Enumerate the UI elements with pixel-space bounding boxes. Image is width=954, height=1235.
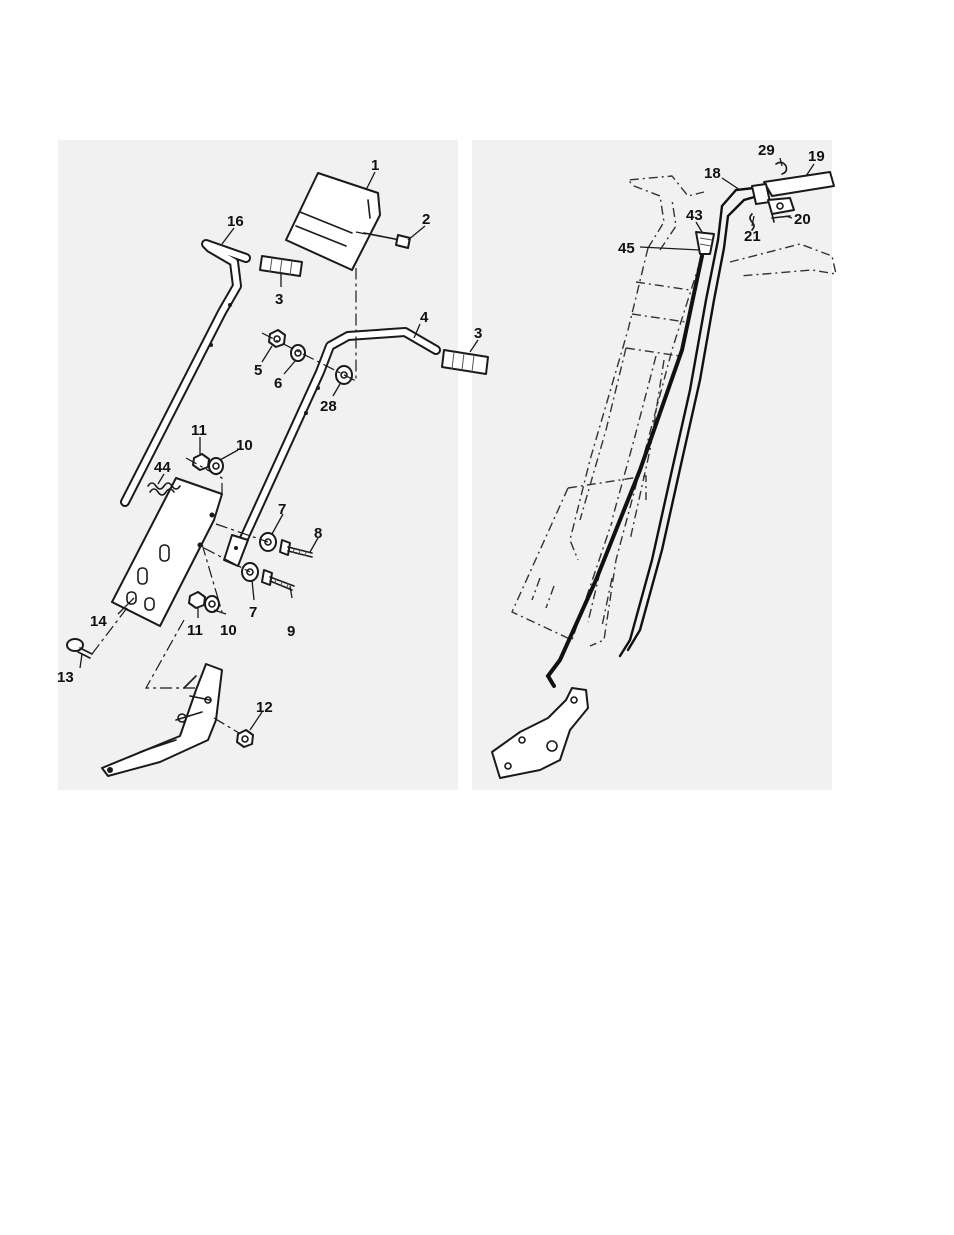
callout-11-lower: 11	[187, 622, 203, 639]
hex-nut-5	[269, 330, 285, 347]
callout-7-upper: 7	[278, 501, 286, 518]
callout-45: 45	[618, 240, 635, 257]
nut-11-lower	[189, 592, 205, 608]
callout-43: 43	[686, 207, 703, 224]
callout-5: 5	[254, 362, 262, 379]
callout-10-upper: 10	[236, 437, 253, 454]
bracket-mechanism	[768, 198, 794, 214]
washer-10-lower	[205, 596, 219, 612]
right-panel-background	[472, 140, 832, 790]
nut-12	[237, 730, 253, 747]
callout-3-left-grip: 3	[275, 291, 283, 308]
callout-13: 13	[57, 669, 74, 686]
callout-20: 20	[794, 211, 811, 228]
knob-43	[696, 232, 714, 254]
callout-2: 2	[422, 211, 430, 228]
callout-29: 29	[758, 142, 775, 159]
callout-1: 1	[371, 157, 379, 174]
callout-14: 14	[90, 613, 107, 630]
callout-8: 8	[314, 525, 322, 542]
callout-6: 6	[274, 375, 282, 392]
callout-16: 16	[227, 213, 244, 230]
callout-21: 21	[744, 228, 761, 245]
callout-7-lower: 7	[249, 604, 257, 621]
callout-4: 4	[420, 309, 429, 326]
callout-10-lower: 10	[220, 622, 237, 639]
callout-28: 28	[320, 398, 337, 415]
callout-3-right-grip: 3	[474, 325, 482, 342]
nut-11-upper	[193, 454, 209, 470]
callout-9: 9	[287, 623, 295, 640]
callout-12: 12	[256, 699, 273, 716]
callout-19: 19	[808, 148, 825, 165]
washer-6	[291, 345, 305, 361]
callout-44: 44	[154, 459, 171, 476]
callout-18: 18	[704, 165, 721, 182]
callout-11-upper: 11	[191, 422, 207, 439]
